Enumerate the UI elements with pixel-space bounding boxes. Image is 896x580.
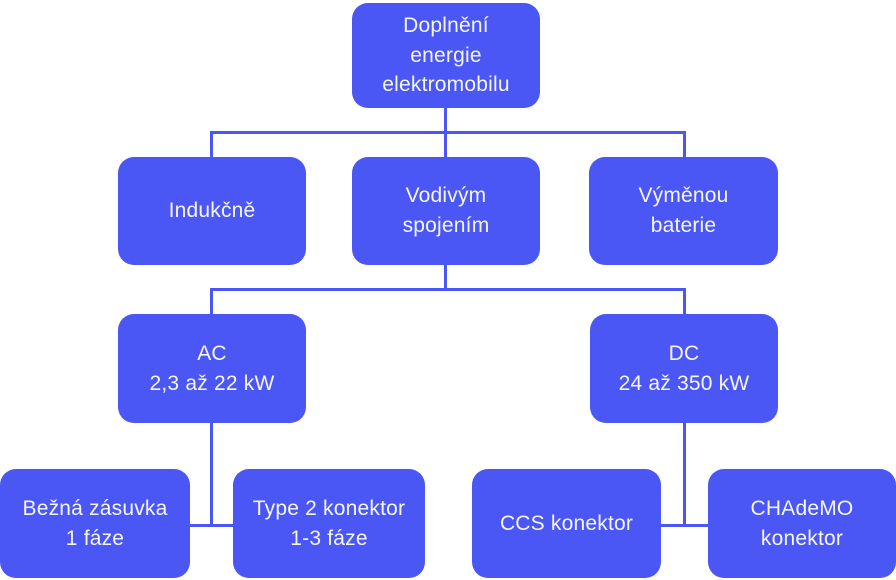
connector-root-stem — [444, 108, 447, 134]
node-indukcne: Indukčně — [118, 157, 306, 265]
connector-ac-horizontal — [190, 524, 233, 527]
node-ac-charging: AC 2,3 až 22 kW — [118, 314, 306, 423]
connector-vodivym-stem — [444, 265, 447, 291]
connector-dc-horizontal — [661, 524, 708, 527]
node-type2-konektor: Type 2 konektor 1-3 fáze — [233, 469, 425, 578]
node-vodivym-spojenim: Vodivým spojením — [352, 157, 540, 265]
node-vodivym-spojenim-label: Vodivým spojením — [402, 184, 490, 237]
connector-drop-indukcne — [210, 131, 213, 157]
node-vymenou-baterie-label: Výměnou baterie — [638, 184, 729, 237]
node-ccs-konektor-label: CCS konektor — [499, 511, 634, 535]
node-dc-charging: DC 24 až 350 kW — [590, 314, 778, 423]
node-indukcne-label: Indukčně — [168, 199, 256, 223]
connector-ac-stem — [210, 423, 213, 527]
node-ccs-konektor: CCS konektor — [472, 469, 661, 578]
node-type2-konektor-label: Type 2 konektor 1-3 fáze — [252, 496, 406, 550]
node-ac-charging-label: AC 2,3 až 22 kW — [149, 341, 275, 395]
node-chademo-konektor: CHAdeMO konektor — [708, 469, 896, 578]
node-vymenou-baterie: Výměnou baterie — [589, 157, 778, 265]
node-dc-charging-label: DC 24 až 350 kW — [618, 341, 750, 395]
connector-drop-vodivym — [444, 131, 447, 157]
connector-drop-vymenou — [683, 131, 686, 157]
connector-dc-stem — [683, 423, 686, 527]
node-bezna-zasuvka-label: Bežná zásuvka 1 fáze — [22, 496, 168, 550]
node-chademo-konektor-label: CHAdeMO konektor — [750, 496, 854, 550]
connector-drop-dc — [683, 288, 686, 314]
connector-drop-ac — [210, 288, 213, 314]
node-bezna-zasuvka: Bežná zásuvka 1 fáze — [0, 469, 190, 578]
connector-root-horizontal — [210, 131, 686, 134]
node-doplneni-energie-label: Doplnění energie elektromobilu — [382, 13, 510, 97]
node-doplneni-energie: Doplnění energie elektromobilu — [352, 3, 540, 108]
connector-vodivym-horizontal — [210, 288, 686, 291]
